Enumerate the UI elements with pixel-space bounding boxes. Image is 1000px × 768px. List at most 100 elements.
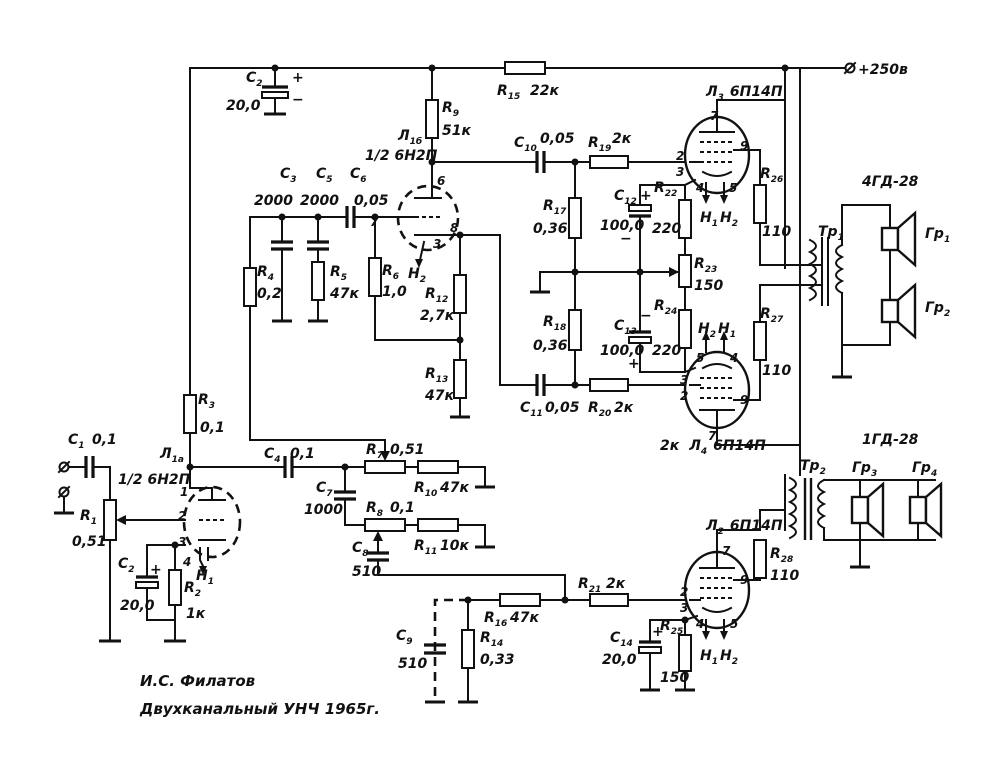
label-c4: C4 — [264, 446, 281, 465]
label-c14: C14 — [610, 630, 633, 649]
label-r24-value: 220 — [652, 343, 681, 359]
label-c7: C7 — [316, 480, 333, 499]
svg-text:3: 3 — [178, 535, 186, 549]
svg-text:5: 5 — [730, 617, 738, 631]
svg-text:1: 1 — [180, 485, 188, 499]
label-c11: C11 — [520, 400, 543, 419]
label-c1: C1 — [68, 432, 85, 451]
label-speakers-group1: 4ГД-28 — [861, 174, 919, 190]
label-r13-value: 47к — [424, 388, 454, 404]
svg-text:−: − — [292, 92, 304, 108]
transformer-tp2 — [784, 454, 936, 569]
label-c9-value: 510 — [398, 656, 427, 672]
label-r17: R17 — [543, 198, 567, 217]
label-r23-value: 150 — [694, 278, 723, 294]
label-c5: C5 — [316, 166, 333, 185]
label-r8-value: 0,1 — [390, 500, 415, 516]
speaker-gr3 — [850, 481, 885, 539]
svg-text:5: 5 — [696, 351, 704, 365]
svg-text:6: 6 — [437, 174, 445, 188]
resistor-r15 — [504, 61, 546, 75]
svg-text:+: + — [150, 562, 162, 578]
label-c3: C3 — [280, 166, 297, 185]
label-c11-value: 0,05 — [545, 400, 580, 416]
label-l1a-type: 1/2 6Н2П — [118, 472, 191, 488]
label-c4-value: 0,1 — [290, 446, 315, 462]
label-c3-value: 2000 — [254, 193, 293, 209]
svg-text:3: 3 — [680, 373, 688, 387]
svg-text:4: 4 — [182, 555, 191, 569]
label-r28: R28 — [770, 546, 793, 565]
label-r14: R14 — [480, 630, 503, 649]
label-r6: R6 — [382, 263, 399, 282]
label-c10: C10 — [514, 135, 537, 154]
label-l1a: Л1а — [159, 446, 184, 465]
svg-text:7: 7 — [708, 429, 717, 443]
label-tp2: Тр2 — [800, 458, 826, 477]
label-r21-value: 2к — [606, 576, 626, 592]
label-speakers-group2: 1ГД-28 — [862, 432, 919, 448]
label-c13-value: 100,0 — [600, 343, 645, 359]
labels: +250в C2 20,0 + − R15 22к R9 51к Л1б 1/2… — [68, 62, 950, 686]
caption: И.С. Филатов Двухканальный УНЧ 1965г. — [139, 672, 380, 718]
label-c12-value: 100,0 — [600, 218, 645, 234]
label-gr4: Гр4 — [912, 460, 937, 479]
label-gr1: Гр1 — [925, 226, 950, 245]
label-c7-value: 1000 — [304, 502, 343, 518]
phase-inverter-stage — [243, 161, 536, 441]
label-r11-value: 10к — [440, 538, 469, 554]
label-r11: R11 — [414, 538, 437, 557]
svg-text:5: 5 — [729, 181, 737, 195]
svg-text:3: 3 — [680, 601, 688, 615]
channel2-input-network — [424, 593, 566, 704]
tube-l2 — [564, 509, 786, 692]
label-r5-value: 47к — [329, 286, 359, 302]
label-c2-bottom: C2 — [118, 556, 135, 575]
label-r20-value: 2к — [614, 400, 634, 416]
label-r16: R16 — [484, 610, 507, 629]
svg-text:2: 2 — [178, 509, 186, 523]
svg-text:8: 8 — [450, 221, 458, 235]
label-r17-value: 0,36 — [533, 221, 568, 237]
label-r4: R4 — [257, 264, 274, 283]
label-c10-value: 0,05 — [540, 131, 575, 147]
svg-text:4: 4 — [729, 351, 738, 365]
label-r24: R24 — [654, 298, 677, 317]
svg-text:9: 9 — [740, 139, 748, 153]
svg-text:+: + — [652, 624, 664, 640]
label-r18-value: 0,36 — [533, 338, 568, 354]
label-c13: C13 — [614, 318, 637, 337]
label-r7-value: 0,51 — [390, 442, 425, 458]
label-gr3: Гр3 — [852, 460, 877, 479]
svg-text:7: 7 — [722, 544, 731, 558]
label-r3: R3 — [198, 392, 215, 411]
speaker-gr1 — [880, 210, 917, 268]
label-r26: R26 — [760, 166, 783, 185]
svg-text:7: 7 — [710, 109, 719, 123]
label-r27: R27 — [760, 306, 784, 325]
label-r28-value: 110 — [770, 568, 799, 584]
label-r18: R18 — [543, 314, 566, 333]
label-r1: R1 — [80, 508, 97, 527]
label-c6: C6 — [350, 166, 367, 185]
label-r23: R23 — [694, 256, 717, 275]
label-tp1: Тр1 — [818, 224, 844, 243]
svg-text:2: 2 — [680, 389, 688, 403]
label-r12: R12 — [425, 286, 448, 305]
svg-text:7: 7 — [370, 215, 379, 229]
label-r14-value: 0,33 — [480, 652, 515, 668]
svg-text:4: 4 — [695, 617, 704, 631]
transformer-tp1 — [807, 204, 891, 379]
svg-text:+: + — [640, 188, 652, 204]
svg-text:−: − — [640, 308, 652, 324]
resistor-r9 — [425, 67, 439, 191]
label-r8: R8 — [366, 500, 383, 519]
label-r20: R20 — [588, 400, 611, 419]
svg-text:2: 2 — [680, 585, 688, 599]
